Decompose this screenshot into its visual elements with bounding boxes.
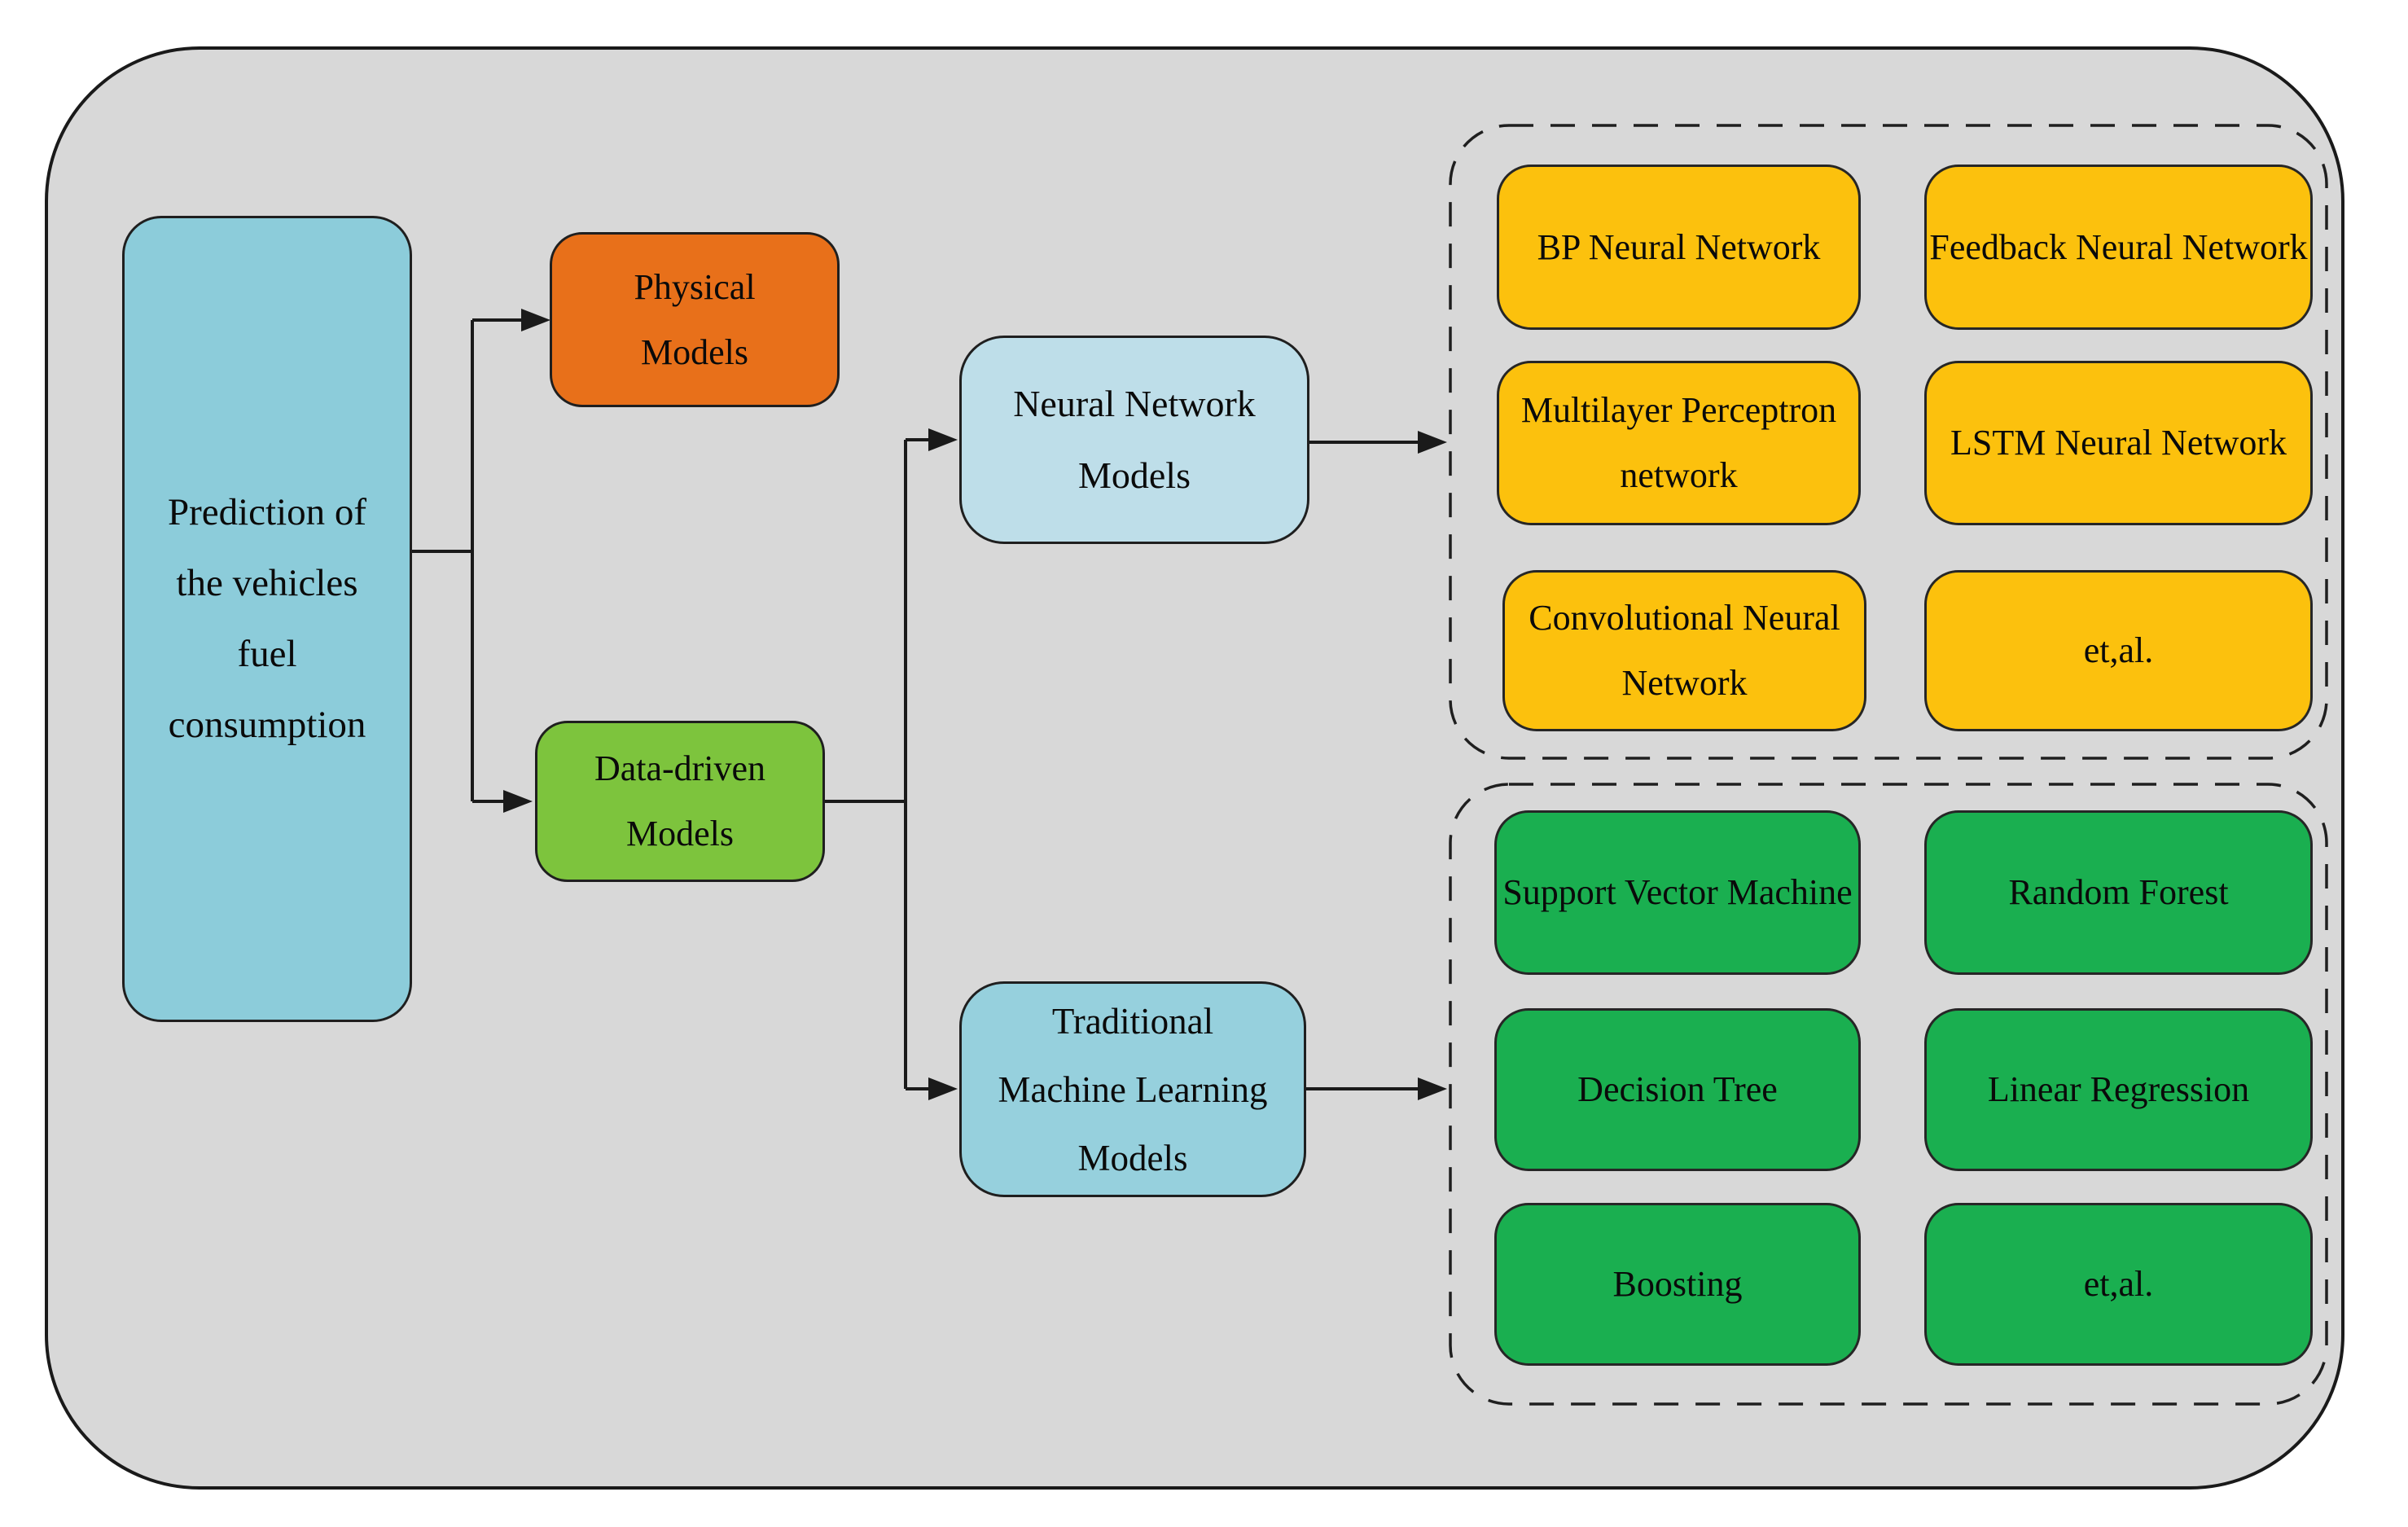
item-etal-neural: et,al. (1924, 570, 2313, 731)
neural-network-models-node: Neural Network Models (959, 336, 1309, 544)
item-support-vector-machine: Support Vector Machine (1494, 810, 1861, 975)
traditional-ml-models-label: Traditional Machine Learning Models (998, 1000, 1268, 1178)
neural-network-group: BP Neural Network Feedback Neural Networ… (1450, 125, 2327, 759)
item-bp-neural-network: BP Neural Network (1497, 165, 1861, 330)
item-label: et,al. (2083, 1264, 2154, 1304)
traditional-ml-models-node: Traditional Machine Learning Models (959, 981, 1306, 1197)
item-decision-tree: Decision Tree (1494, 1008, 1861, 1171)
item-label: Random Forest (2008, 872, 2229, 912)
traditional-ml-group: Support Vector Machine Random Forest Dec… (1450, 783, 2327, 1405)
item-label: Feedback Neural Network (1929, 226, 2308, 267)
physical-models-label: Physical Models (634, 266, 756, 372)
item-label: et,al. (2083, 630, 2154, 670)
item-random-forest: Random Forest (1924, 810, 2313, 975)
item-multilayer-perceptron: Multilayer Perceptron network (1497, 361, 1861, 525)
item-boosting: Boosting (1494, 1203, 1861, 1366)
data-driven-models-node: Data-driven Models (535, 721, 825, 882)
item-label: BP Neural Network (1537, 226, 1821, 267)
data-driven-models-label: Data-driven Models (594, 748, 766, 853)
item-label: Convolutional Neural Network (1529, 598, 1840, 703)
item-label: Decision Tree (1577, 1069, 1778, 1109)
root-node-label: Prediction of the vehicles fuel consumpt… (167, 491, 367, 746)
item-etal-ml: et,al. (1924, 1203, 2313, 1366)
item-label: Linear Regression (1987, 1069, 2250, 1109)
item-label: LSTM Neural Network (1950, 423, 2287, 463)
item-feedback-neural-network: Feedback Neural Network (1924, 165, 2313, 330)
item-label: Boosting (1612, 1264, 1743, 1304)
ml-group-outline (1449, 783, 2328, 1406)
root-node-prediction: Prediction of the vehicles fuel consumpt… (122, 216, 412, 1022)
item-lstm-neural-network: LSTM Neural Network (1924, 361, 2313, 525)
item-label: Support Vector Machine (1502, 872, 1853, 912)
neural-group-outline (1449, 124, 2328, 760)
physical-models-node: Physical Models (550, 232, 840, 407)
item-label: Multilayer Perceptron network (1520, 390, 1837, 495)
item-linear-regression: Linear Regression (1924, 1008, 2313, 1171)
item-convolutional-neural-network: Convolutional Neural Network (1502, 570, 1866, 731)
neural-network-models-label: Neural Network Models (1013, 383, 1256, 496)
